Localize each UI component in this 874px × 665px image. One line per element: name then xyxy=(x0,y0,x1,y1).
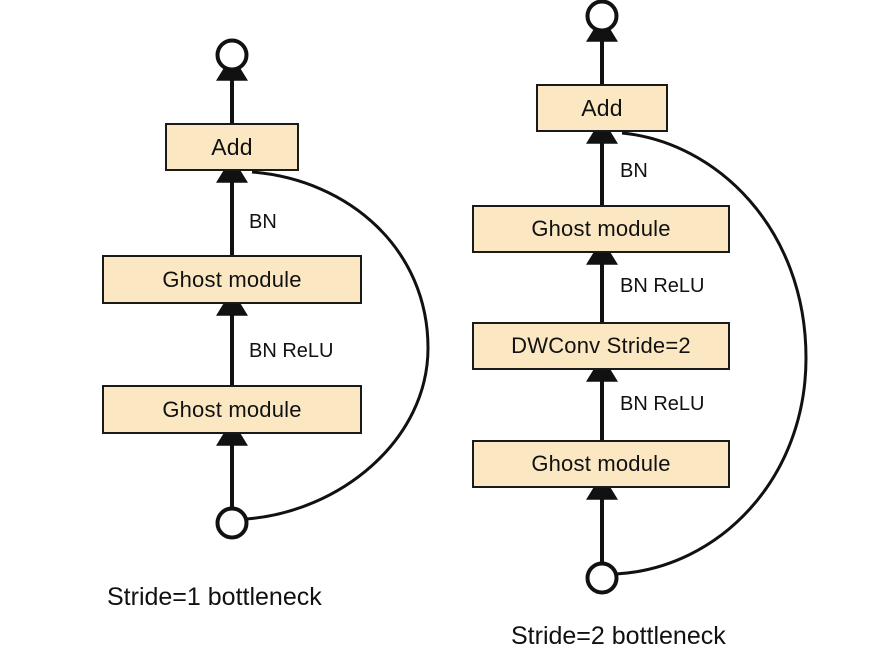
stride1-edge-label-bn-relu: BN ReLU xyxy=(249,340,334,362)
stride2-block-ghost-module-bottom[interactable]: Ghost module xyxy=(472,440,730,488)
stride2-edge-label-bn-relu-upper: BN ReLU xyxy=(620,275,705,297)
stride2-edge-label-bn: BN xyxy=(620,160,648,182)
stride1-block-ghost-module-bottom-label: Ghost module xyxy=(162,396,302,422)
stride2-caption: Stride=2 bottleneck xyxy=(511,622,726,650)
stride2-block-dwconv-label: DWConv Stride=2 xyxy=(511,333,691,358)
stride1-block-ghost-module-top[interactable]: Ghost module xyxy=(102,255,362,304)
stride2-block-dwconv[interactable]: DWConv Stride=2 xyxy=(472,322,730,370)
stride2-block-ghost-module-top-label: Ghost module xyxy=(531,216,671,241)
stride1-edge-label-bn: BN xyxy=(249,211,277,233)
stride1-block-ghost-module-top-label: Ghost module xyxy=(162,266,302,292)
stride2-block-add[interactable]: Add xyxy=(536,84,668,132)
stride1-block-add-label: Add xyxy=(211,133,253,160)
stride2-output-terminal xyxy=(585,0,619,33)
stride2-input-terminal xyxy=(585,561,619,595)
stride1-output-terminal xyxy=(215,38,249,72)
stride1-block-add[interactable]: Add xyxy=(165,123,299,171)
stride2-edge-label-bn-relu-lower: BN ReLU xyxy=(620,393,705,415)
stride2-block-ghost-module-top[interactable]: Ghost module xyxy=(472,205,730,253)
stride1-caption: Stride=1 bottleneck xyxy=(107,583,322,611)
stride2-block-add-label: Add xyxy=(581,94,623,121)
stride1-block-ghost-module-bottom[interactable]: Ghost module xyxy=(102,385,362,434)
stride1-input-terminal xyxy=(215,506,249,540)
stride2-block-ghost-module-bottom-label: Ghost module xyxy=(531,451,671,476)
